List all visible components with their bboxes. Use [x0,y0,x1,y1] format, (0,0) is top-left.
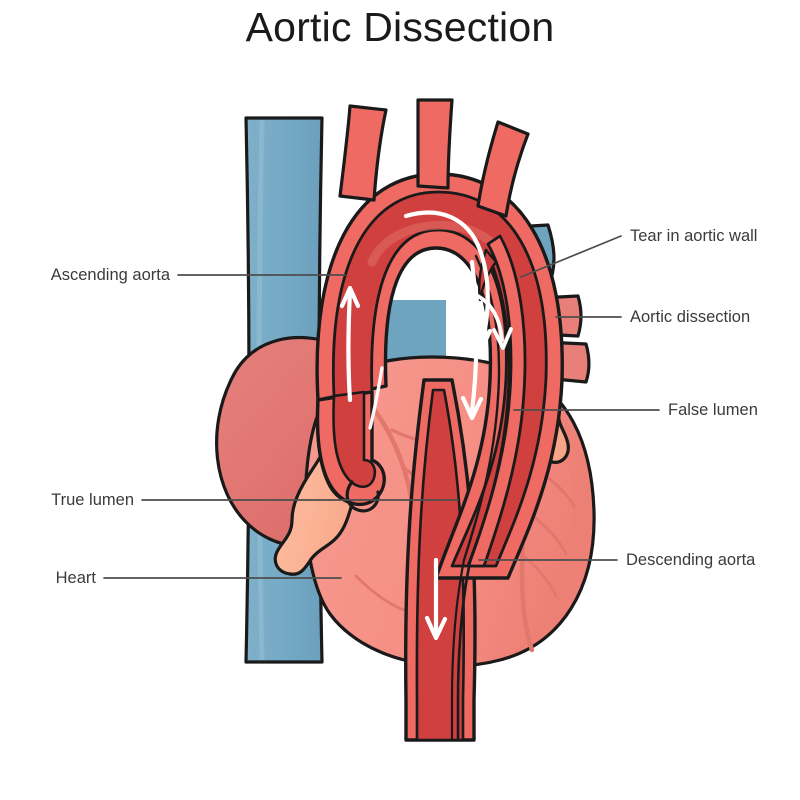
label-aortic-dissection: Aortic dissection [630,308,751,326]
flow-arrows [339,210,513,641]
label-descending-aorta: Descending aorta [626,551,756,569]
arch-branch-vessels [338,98,530,218]
leader-lines [103,235,660,579]
label-heart: Heart [55,569,96,587]
flow-arrow-tear-into-false-lumen [476,294,513,350]
page-title: Aortic Dissection [245,4,555,50]
label-false-lumen: False lumen [668,401,758,419]
label-ascending-aorta: Ascending aorta [50,266,170,284]
label-tear-in-aortic-wall: Tear in aortic wall [630,227,758,245]
flow-arrow-distal-down [424,557,448,641]
ascending-aorta-root [315,390,386,513]
label-true-lumen: True lumen [51,491,134,509]
flow-arrow-ascending-up [339,285,361,403]
leader-line-tear-in-aortic-wall [520,235,622,278]
flow-arrow-descending-down [460,259,484,421]
